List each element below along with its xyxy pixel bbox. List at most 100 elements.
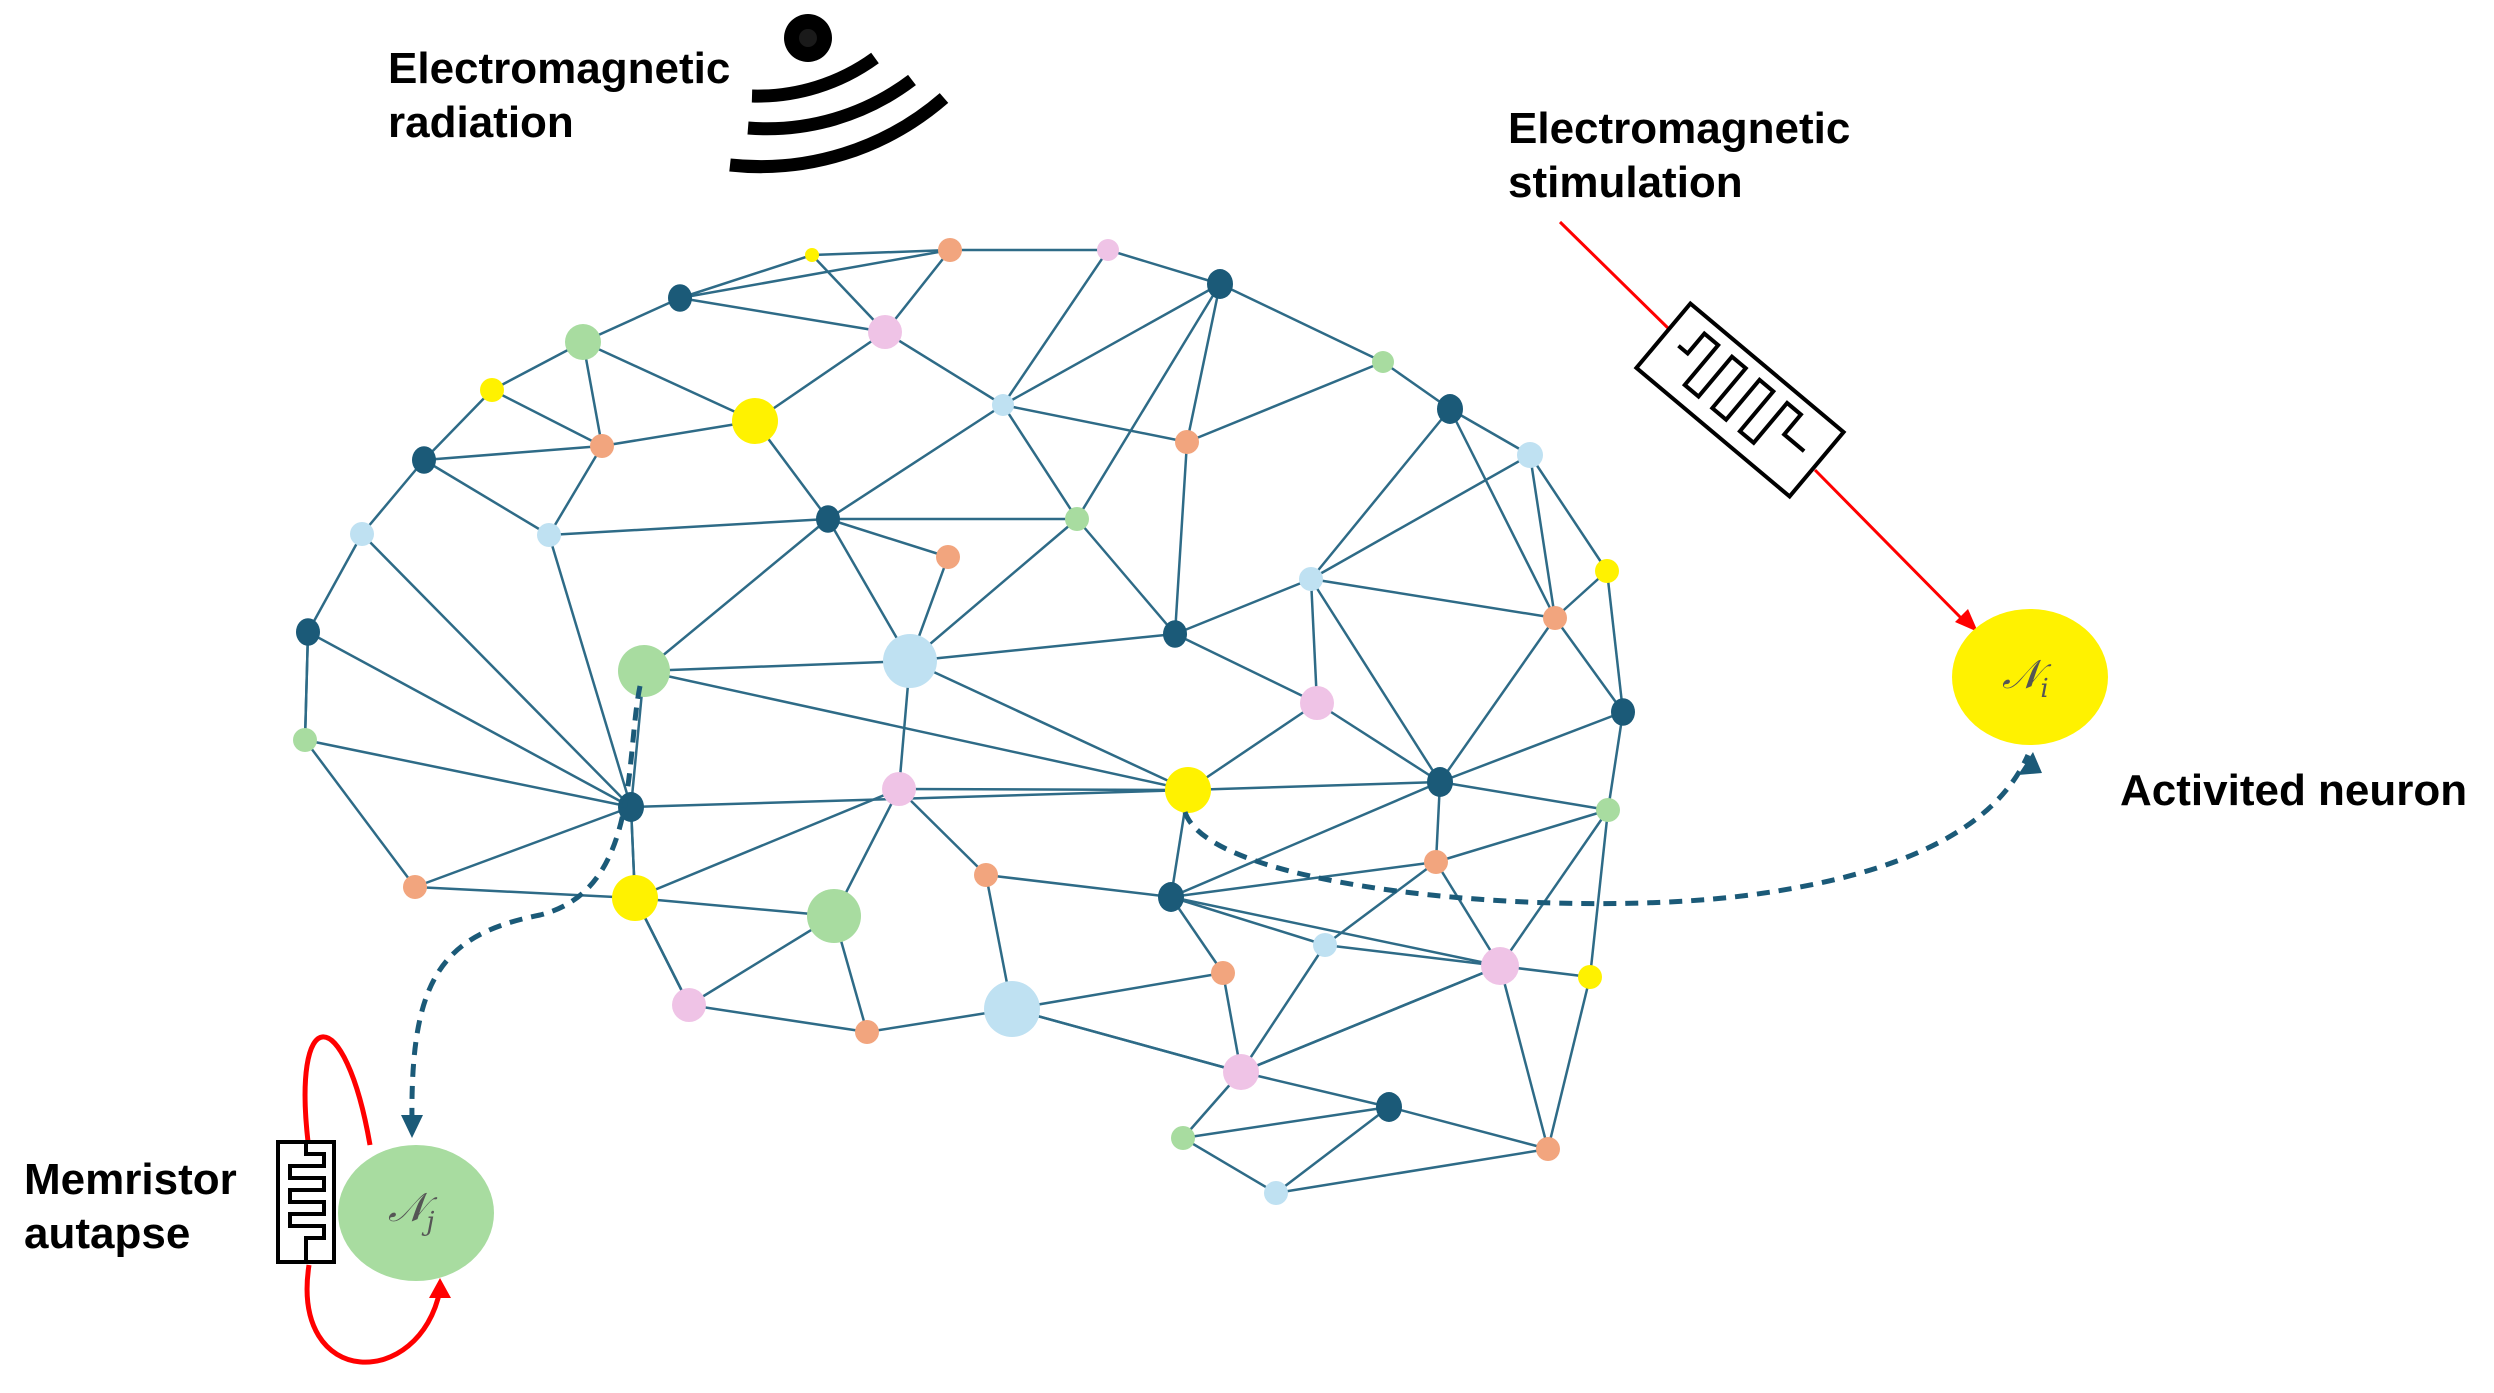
network-edge	[1449, 407, 1531, 457]
network-node-green	[1171, 1126, 1195, 1150]
wifi-signal-icon	[729, 14, 949, 174]
network-node-light-blue	[537, 523, 561, 547]
network-node-yellow	[805, 248, 819, 262]
network-edge	[1001, 249, 1110, 406]
network-node-green	[1372, 351, 1394, 373]
network-edge	[1170, 895, 1501, 968]
network-node-light-blue	[1264, 1181, 1288, 1205]
network-node-pink	[1223, 1054, 1259, 1090]
radiation-label: Electromagnetic radiation	[388, 42, 730, 150]
network-edge	[1239, 944, 1327, 1073]
network-edge	[884, 330, 1004, 407]
network-edge	[634, 787, 900, 900]
network-edge	[1170, 860, 1437, 899]
network-edge	[679, 248, 951, 300]
network-edge	[634, 896, 835, 918]
network-node-orange	[1211, 961, 1235, 985]
radiation-label-line2: radiation	[388, 98, 574, 147]
network-edge	[1001, 404, 1079, 520]
network-edge	[547, 534, 633, 808]
network-edge	[303, 631, 310, 741]
network-node-dark-blue	[412, 446, 436, 474]
network-edge	[1528, 454, 1557, 619]
network-edge	[1316, 701, 1441, 784]
network-edge	[1174, 632, 1318, 705]
network-edge	[1275, 1106, 1390, 1194]
network-edge	[1174, 577, 1312, 636]
network-node-dark-blue	[1437, 394, 1463, 424]
dashed-link-to-neuron-j	[409, 685, 643, 1126]
network-edge	[1438, 617, 1557, 783]
network-edge	[826, 518, 912, 662]
network-edge	[1011, 1007, 1242, 1074]
network-node-yellow	[732, 398, 778, 444]
network-edges	[303, 248, 1625, 1195]
network-edge	[679, 296, 886, 334]
network-node-green	[293, 728, 317, 752]
memristor-icon	[1633, 300, 1847, 500]
network-node-light-blue	[350, 522, 374, 546]
network-edge	[601, 419, 756, 448]
network-node-yellow	[1595, 559, 1619, 583]
network-node-light-blue	[883, 634, 937, 688]
network-edge	[1439, 710, 1624, 784]
network-node-dark-blue	[1376, 1092, 1402, 1122]
network-edge	[414, 805, 632, 889]
network-edge	[909, 659, 1189, 792]
network-edge	[1435, 808, 1609, 864]
network-edge	[361, 459, 425, 535]
network-edge	[1240, 1070, 1390, 1109]
network-node-pink	[672, 988, 706, 1022]
network-edge	[1076, 518, 1176, 635]
network-edge	[898, 788, 987, 876]
network-edge	[884, 249, 951, 333]
stimulation-arrowhead	[1955, 609, 1978, 632]
network-node-orange	[855, 1020, 879, 1044]
network-edge	[909, 632, 1176, 663]
network-edge	[1011, 971, 1224, 1011]
network-edge	[688, 1003, 868, 1034]
network-edge	[1002, 282, 1221, 407]
network-edge	[1107, 248, 1221, 286]
neuron-i-label: 𝒩i	[2002, 652, 2049, 704]
network-node-light-blue	[1517, 442, 1543, 468]
network-edge	[643, 518, 829, 672]
network-edge	[1173, 441, 1189, 635]
network-edge	[307, 630, 632, 809]
network-node-green	[618, 645, 670, 697]
stimulation-wire-in	[1558, 220, 1674, 334]
network-node-orange	[590, 434, 614, 458]
network-edge	[909, 518, 1078, 662]
network-edge	[1324, 860, 1437, 947]
activated-neuron-label: Activited neuron	[2120, 766, 2468, 815]
memristor-label-line1: Memristor	[24, 1155, 237, 1204]
autapse-loop-top	[302, 1034, 373, 1151]
network-node-orange	[974, 863, 998, 887]
network-node-yellow	[612, 875, 658, 921]
network-edge	[1606, 711, 1625, 811]
network-edge	[1309, 578, 1442, 783]
radiation-label-line1: Electromagnetic	[388, 44, 731, 93]
network-edge	[679, 253, 813, 300]
network-edge	[1309, 578, 1319, 704]
network-edge	[582, 340, 756, 423]
network-node-dark-blue	[1611, 698, 1635, 726]
network-node-orange	[936, 545, 960, 569]
network-edge	[1275, 1147, 1549, 1195]
network-node-light-blue	[1299, 567, 1323, 591]
network-edge	[1240, 964, 1501, 1074]
network-edge	[548, 517, 829, 537]
neuron-j-subscript: j	[426, 1207, 435, 1237]
network-node-orange	[1175, 430, 1199, 454]
network-edge	[1588, 809, 1610, 978]
network-node-pink	[868, 315, 902, 349]
network-node-green	[565, 324, 601, 360]
network-edge	[811, 254, 886, 333]
neuron-j	[338, 1145, 494, 1281]
memristor-autapse-label: Memristor autapse	[24, 1153, 237, 1261]
network-edge	[361, 533, 632, 808]
autapse-arrowhead	[429, 1278, 451, 1298]
network-edge	[414, 885, 636, 900]
network-node-dark-blue	[296, 618, 320, 646]
